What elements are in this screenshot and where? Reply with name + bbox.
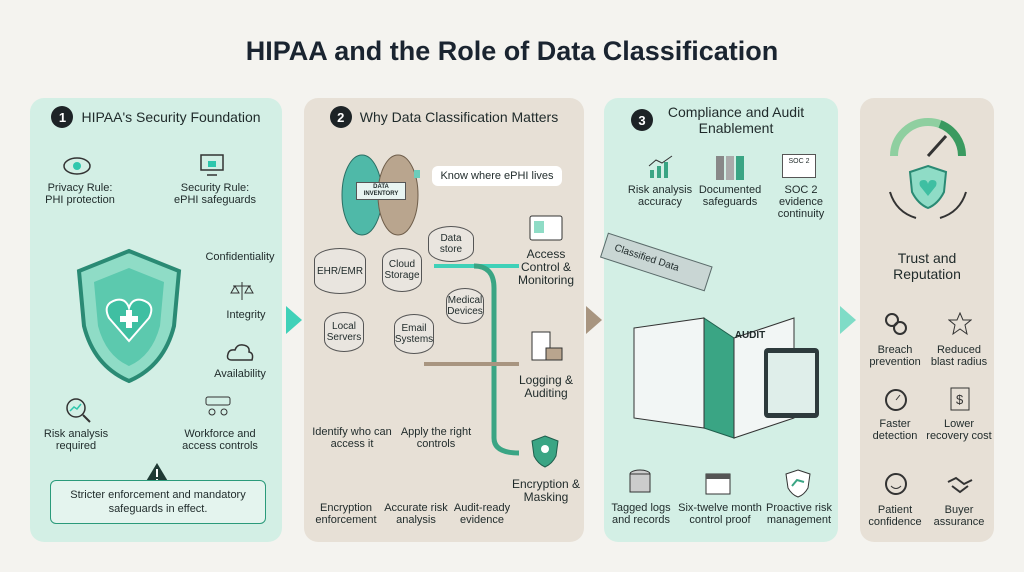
step-number: 1 bbox=[51, 106, 74, 128]
panel-title: HIPAA's Security Foundation bbox=[81, 109, 261, 125]
svg-text:$: $ bbox=[956, 392, 964, 407]
shield-heart-icon bbox=[76, 248, 182, 384]
benefit-identify-access: Identify who can access it bbox=[312, 426, 392, 450]
magnifier-chart-icon bbox=[66, 398, 91, 423]
lock-monitor-icon bbox=[200, 154, 224, 176]
shield-key-icon bbox=[531, 435, 559, 468]
store-medical-devices: Medical Devices bbox=[446, 288, 484, 324]
store-cloud: Cloud Storage bbox=[382, 248, 422, 292]
item-breach-prevention: Breach prevention bbox=[869, 344, 921, 368]
benefit-risk-analysis: Accurate risk analysis bbox=[384, 502, 448, 526]
soc2-certificate-icon: SOC 2 bbox=[782, 154, 816, 178]
logs-icon bbox=[531, 331, 563, 361]
panel-security-foundation: 1 HIPAA's Security Foundation Privacy Rul… bbox=[30, 98, 282, 542]
panel-trust-reputation: Trust and Reputation Breach prevention R… bbox=[860, 98, 994, 542]
benefit-apply-controls: Apply the right controls bbox=[400, 426, 472, 450]
panel-title: Compliance and Audit Enablement bbox=[667, 104, 805, 136]
id-card-icon bbox=[529, 215, 563, 241]
gauge-icon bbox=[890, 118, 967, 158]
broken-link-icon bbox=[885, 313, 907, 335]
data-inventory-label: DATA INVENTORY bbox=[356, 182, 406, 200]
panel-title: Why Data Classification Matters bbox=[359, 109, 559, 125]
item-risk-analysis: Risk analysis required bbox=[43, 428, 109, 452]
audit-label: AUDIT bbox=[734, 330, 766, 341]
item-control-proof: Six-twelve month control proof bbox=[678, 502, 762, 526]
arrow-right-icon bbox=[840, 306, 856, 334]
item-privacy-rule: Privacy Rule: PHI protection bbox=[45, 182, 115, 206]
store-email: Email Systems bbox=[394, 314, 434, 354]
item-documented-safeguards: Documented safeguards bbox=[698, 184, 762, 208]
database-tag-icon bbox=[629, 469, 651, 493]
callout-ephi: Know where ePHI lives bbox=[432, 166, 562, 186]
store-ehr: EHR/EMR bbox=[314, 248, 366, 294]
panel-title: Trust and Reputation bbox=[893, 250, 961, 282]
page-title: HIPAA and the Role of Data Classificatio… bbox=[245, 36, 779, 66]
benefit-encryption-enforcement: Encryption enforcement bbox=[315, 502, 377, 526]
shield-arrow-icon bbox=[785, 469, 811, 498]
item-proactive-risk: Proactive risk management bbox=[765, 502, 833, 526]
outcome-encryption: Encryption & Masking bbox=[511, 477, 581, 504]
item-patient-confidence: Patient confidence bbox=[868, 504, 922, 528]
flow-arrows bbox=[424, 263, 520, 456]
store-local-servers: Local Servers bbox=[324, 312, 364, 352]
item-workforce-controls: Workforce and access controls bbox=[182, 428, 258, 452]
item-reduced-blast-radius: Reduced blast radius bbox=[930, 344, 988, 368]
handshake-icon bbox=[947, 476, 973, 494]
smile-icon bbox=[885, 473, 907, 495]
item-availability: Availability bbox=[214, 368, 266, 380]
cloud-upload-icon bbox=[226, 344, 254, 361]
scale-icon bbox=[230, 282, 254, 300]
eye-icon bbox=[63, 157, 91, 175]
item-soc2-continuity: SOC 2 evidence continuity bbox=[777, 184, 825, 220]
enforcement-notice: Stricter enforcement and mandatory safeg… bbox=[50, 480, 266, 524]
item-integrity: Integrity bbox=[226, 309, 266, 321]
outcome-logging: Logging & Auditing bbox=[518, 373, 574, 400]
audit-binder-icon bbox=[633, 317, 819, 439]
panel-data-classification: 2 Why Data Classification Matters DATA IN… bbox=[304, 98, 584, 542]
step-number: 3 bbox=[631, 109, 653, 131]
workforce-icon bbox=[205, 396, 231, 416]
hands-shield-heart-icon bbox=[889, 164, 967, 219]
outcome-access-control: Access Control & Monitoring bbox=[517, 247, 575, 287]
binders-icon bbox=[716, 156, 744, 180]
store-data: Data store bbox=[428, 226, 474, 262]
item-faster-detection: Faster detection bbox=[872, 418, 918, 442]
blast-icon bbox=[948, 312, 972, 336]
item-tagged-logs: Tagged logs and records bbox=[611, 502, 671, 526]
item-lower-recovery-cost: Lower recovery cost bbox=[926, 418, 992, 442]
item-buyer-assurance: Buyer assurance bbox=[933, 504, 985, 528]
arrow-right-icon bbox=[286, 306, 302, 334]
stopwatch-icon bbox=[885, 389, 907, 411]
chart-icon bbox=[648, 155, 673, 178]
item-security-rule: Security Rule: ePHI safeguards bbox=[174, 182, 256, 206]
classified-data-pipe: Classified Data bbox=[599, 232, 713, 292]
calendar-icon bbox=[705, 473, 731, 495]
dollar-doc-icon: $ bbox=[950, 387, 970, 411]
arrow-right-icon bbox=[586, 306, 602, 334]
benefit-audit-evidence: Audit-ready evidence bbox=[453, 502, 511, 526]
panel-compliance-audit: 3 Compliance and Audit Enablement Risk an… bbox=[599, 98, 838, 542]
step-number: 2 bbox=[329, 106, 352, 128]
item-risk-accuracy: Risk analysis accuracy bbox=[627, 184, 693, 208]
item-confidentiality: Confidentiality bbox=[205, 251, 275, 263]
